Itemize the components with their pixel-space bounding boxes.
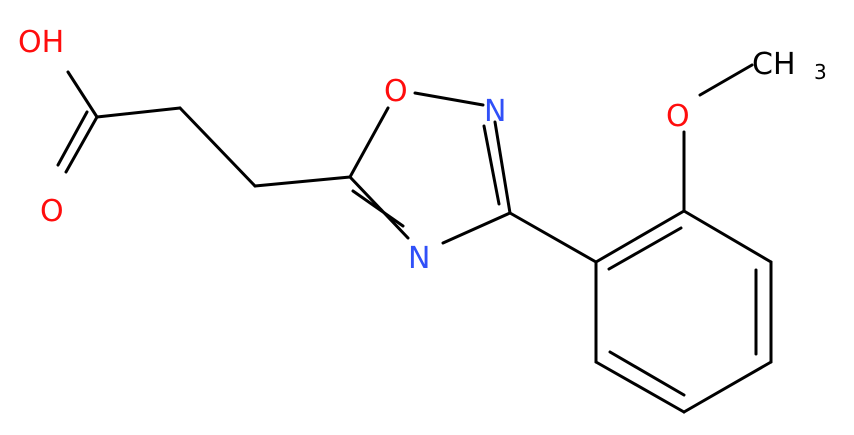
bond-c3-phenyl bbox=[508, 211, 598, 264]
bond-ph5-ph6 bbox=[594, 360, 686, 414]
bond-ph4-ph5 bbox=[682, 360, 773, 414]
bond-n4-c5-b bbox=[351, 189, 405, 228]
methoxy-oxygen-label: O bbox=[666, 99, 690, 134]
bond-oh-c bbox=[66, 70, 99, 119]
bond-n2-c3-b bbox=[482, 124, 501, 206]
bond-c-ch2a bbox=[95, 106, 182, 119]
hydroxyl-label: OH bbox=[18, 25, 64, 60]
bond-omethoxy-ch3 bbox=[698, 63, 754, 97]
bond-c3-n4 bbox=[441, 211, 512, 245]
bond-ph1-ph2 bbox=[594, 209, 686, 264]
carbonyl-oxygen-label: O bbox=[40, 194, 64, 229]
bond-o1-n2 bbox=[413, 91, 485, 107]
bond-ph5-ph6-inner bbox=[608, 350, 686, 397]
bond-ch2a-ch2b bbox=[178, 106, 257, 188]
bond-n2-c3-a bbox=[493, 120, 512, 215]
bond-c-o-double-a bbox=[64, 115, 99, 174]
methyl-label: CH bbox=[752, 47, 796, 82]
bond-ph2-ph3 bbox=[682, 209, 773, 264]
ring-nitrogen-top-label: N bbox=[484, 94, 506, 129]
bond-ph1-ph2-inner bbox=[607, 226, 683, 271]
bond-ch2b-c5 bbox=[253, 175, 352, 188]
bond-c5-o1 bbox=[348, 106, 390, 179]
methyl-subscript: 3 bbox=[814, 60, 827, 84]
bond-c-o-double-b bbox=[56, 110, 89, 167]
ring-oxygen-label: O bbox=[384, 74, 408, 109]
ring-nitrogen-bottom-label: N bbox=[408, 241, 430, 276]
